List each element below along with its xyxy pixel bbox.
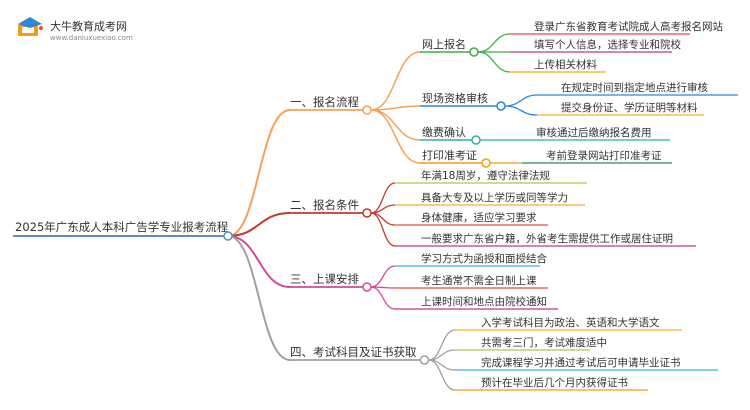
leaf-label-3-2[interactable]: 考生通常不需全日制上课: [421, 274, 537, 287]
leaf-connector-2-1: [370, 182, 396, 214]
leaf-label-1-2-1[interactable]: 在规定时间到指定地点进行审核: [561, 81, 708, 94]
branch-label-2[interactable]: 二、报名条件: [290, 198, 359, 212]
sub-node-dot-4: [481, 158, 491, 168]
leaf-label-2-2[interactable]: 具备大专及以上学历或同等学力: [421, 191, 568, 204]
branch-connector-4: [227, 235, 291, 361]
sub-connector-4: [370, 109, 421, 164]
branch-node-dot-3: [362, 282, 372, 292]
branch-node-dot-2: [362, 208, 372, 218]
sub-node-label-2[interactable]: 现场资格审核: [422, 91, 488, 105]
leaf-label-1-2-2[interactable]: 提交身份证、学历证明等材料: [561, 101, 698, 114]
branch-connector-2: [227, 212, 291, 237]
leaf-label-1-1-2[interactable]: 填写个人信息，选择专业和院校: [534, 38, 681, 51]
leaf-label-2-1[interactable]: 年满18周岁，遵守法律法规: [421, 169, 550, 182]
brand-logo[interactable]: 大牛教育成考网 www.daniuxuexiao.com: [16, 14, 156, 48]
leaf-label-2-3[interactable]: 身体健康，适应学习要求: [421, 211, 537, 224]
leaf-label-4-2[interactable]: 共需考三门，考试难度适中: [481, 336, 607, 349]
leaf-connector-3-3: [370, 286, 396, 310]
leaf-label-3-3[interactable]: 上课时间和地点由院校通知: [421, 295, 547, 308]
leaf-label-1-3-1[interactable]: 审核通过后缴纳报名费用: [536, 126, 652, 139]
leaf-connector-1-2-2: [504, 105, 538, 116]
leaf-label-1-4-1[interactable]: 考前登录网站打印准考证: [546, 149, 662, 162]
leaf-label-4-3[interactable]: 完成课程学习并通过考试后可申请毕业证书: [481, 356, 681, 369]
leaf-label-1-1-3[interactable]: 上传相关材料: [534, 58, 597, 71]
graduation-cap-icon: [18, 17, 43, 36]
leaf-connector-4-4: [428, 359, 456, 391]
leaf-label-4-4[interactable]: 预计在毕业后几个月内获得证书: [481, 376, 628, 389]
branch-node-dot-1: [362, 105, 372, 115]
leaf-connector-1-1-1: [477, 33, 511, 53]
sub-node-label-3[interactable]: 缴费确认: [422, 125, 466, 139]
sub-node-label-1[interactable]: 网上报名: [422, 37, 466, 51]
leaf-connector-2-4: [370, 212, 396, 247]
branch-connector-1: [227, 109, 291, 237]
leaf-connector-1-2-1: [504, 94, 538, 107]
sub-connector-1: [370, 51, 421, 111]
branch-node-dot-4: [419, 355, 430, 365]
leaf-label-2-4[interactable]: 一般要求广东省户籍，外省考生需提供工作或居住证明: [421, 232, 673, 245]
sub-node-dot-1: [469, 47, 479, 57]
branch-label-3[interactable]: 三、上课安排: [290, 272, 359, 286]
root-node-label[interactable]: 2025年广东成人本科广告学专业报考流程: [15, 220, 229, 234]
branch-connector-3: [227, 235, 291, 288]
branch-label-4[interactable]: 四、考试科目及证书获取: [290, 345, 417, 359]
leaf-label-4-1[interactable]: 入学考试科目为政治、英语和大学语文: [481, 316, 660, 329]
sub-node-dot-2: [496, 101, 506, 111]
leaf-connector-3-1: [370, 265, 396, 288]
branch-label-1[interactable]: 一、报名流程: [290, 95, 359, 109]
sub-node-label-4[interactable]: 打印准考证: [422, 148, 477, 162]
leaf-label-1-1-1[interactable]: 登录广东省教育考试院成人高考报名网站: [534, 20, 723, 33]
brand-url: www.daniuxuexiao.com: [50, 34, 133, 42]
sub-node-dot-3: [471, 135, 481, 145]
root-node-dot: [223, 231, 233, 241]
leaf-connector-1-1-3: [477, 51, 511, 73]
leaf-label-3-1[interactable]: 学习方式为函授和面授结合: [421, 252, 547, 265]
brand-name: 大牛教育成考网: [50, 20, 127, 33]
